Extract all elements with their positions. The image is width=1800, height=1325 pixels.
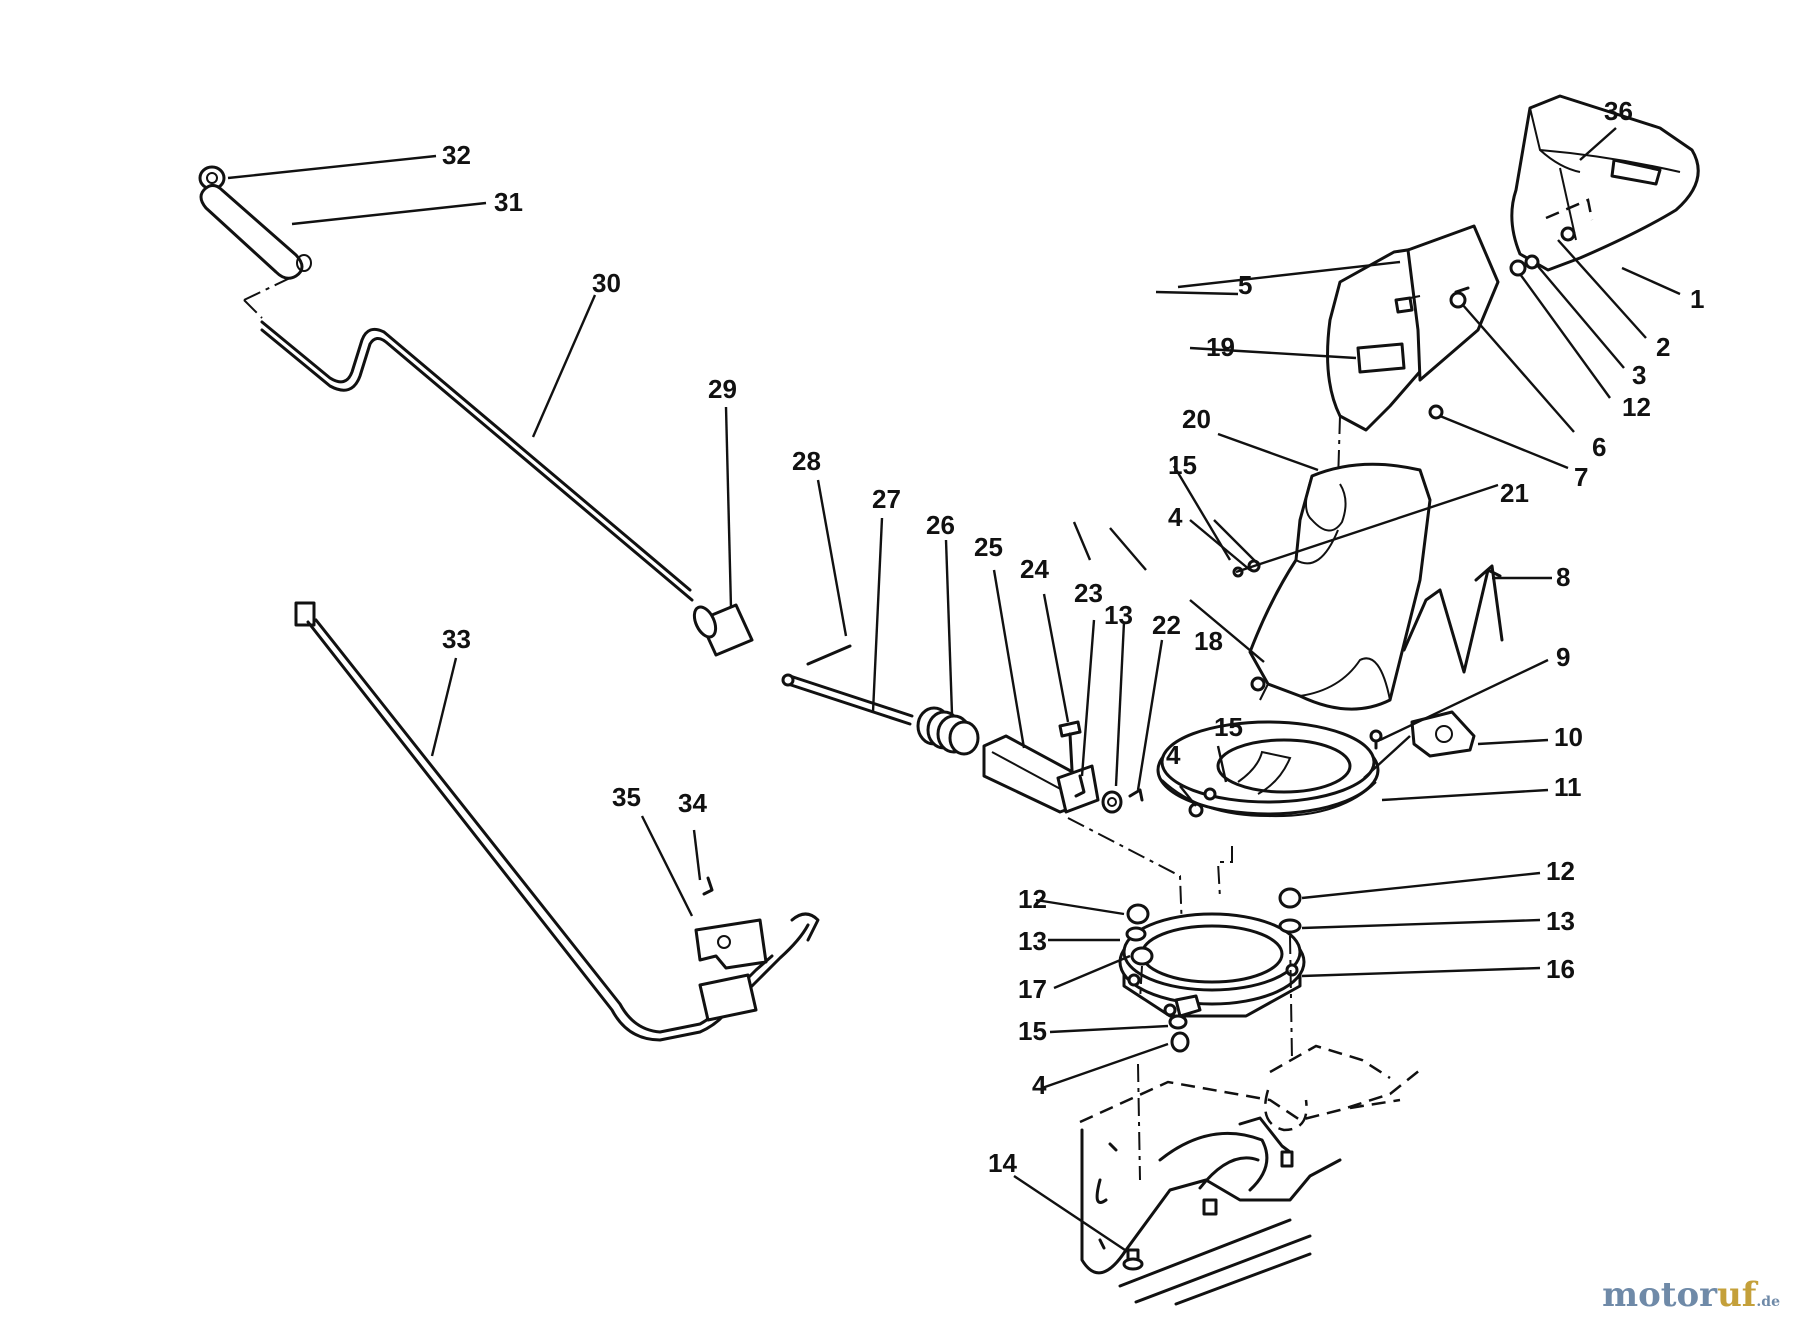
callout-18: 18	[1194, 626, 1223, 656]
washer-13-left	[1125, 926, 1147, 942]
callout-36: 36	[1604, 96, 1633, 126]
chute-lower	[1232, 462, 1504, 711]
callout-5: 5	[1238, 270, 1252, 300]
base-assembly	[1118, 887, 1306, 1181]
callout-12a: 12	[1622, 392, 1651, 422]
clip-22	[1128, 788, 1144, 802]
callout-13b: 13	[1546, 906, 1575, 936]
chute-deflector	[1326, 94, 1700, 483]
callout-15b: 15	[1214, 712, 1243, 742]
bolt-24	[1058, 720, 1082, 738]
decal-36	[1610, 158, 1662, 186]
crank-rod-30	[260, 320, 692, 592]
callout-29: 29	[708, 374, 737, 404]
washer-13	[1101, 790, 1123, 814]
watermark-accent: uf	[1717, 1275, 1757, 1315]
washer-17	[1130, 946, 1154, 966]
crank-rod-assembly	[198, 165, 754, 657]
washer-13-right	[1278, 918, 1302, 934]
rod-clip	[698, 973, 758, 1022]
callout-20: 20	[1182, 404, 1211, 434]
callout-22: 22	[1152, 610, 1181, 640]
callout-2: 2	[1656, 332, 1670, 362]
callout-4a: 4	[1168, 502, 1183, 532]
callout-12c: 12	[1018, 884, 1047, 914]
callout-labels: 1 2 3 4 4 4 5 6 7 8 9 10 11 12 12 12 12 …	[442, 96, 1704, 1178]
pin-23	[1074, 774, 1086, 798]
callout-10: 10	[1554, 722, 1583, 752]
callout-15a: 15	[1168, 450, 1197, 480]
callout-25: 25	[974, 532, 1003, 562]
callout-13c: 13	[1018, 926, 1047, 956]
callout-3: 3	[1632, 360, 1646, 390]
rod-end-33	[294, 601, 316, 627]
linkage-assembly	[781, 644, 1183, 931]
callout-33: 33	[442, 624, 471, 654]
nut-12-right	[1278, 887, 1302, 909]
pin-28	[806, 644, 852, 666]
nut-4	[1170, 1031, 1190, 1053]
screw-7	[1428, 404, 1444, 420]
lower-rod-33	[306, 620, 810, 1042]
leader-lines	[227, 127, 1681, 1253]
callout-23: 23	[1074, 578, 1103, 608]
callout-30: 30	[592, 268, 621, 298]
bracket-35	[694, 918, 768, 970]
rod-27	[788, 674, 914, 718]
nut-12-left	[1126, 903, 1150, 925]
auger-housing	[1080, 1128, 1342, 1275]
deflector-1	[1510, 94, 1700, 272]
callout-28: 28	[792, 446, 821, 476]
nut-12	[1509, 259, 1527, 277]
callout-8: 8	[1556, 562, 1570, 592]
callout-14: 14	[988, 1148, 1017, 1178]
watermark-tld: .de	[1756, 1294, 1780, 1310]
lower-rod-assembly	[294, 601, 820, 1042]
callout-27: 27	[872, 484, 901, 514]
watermark-logo: motoruf.de	[1602, 1275, 1780, 1315]
bolt-6	[1449, 291, 1467, 309]
callout-15c: 15	[1018, 1016, 1047, 1046]
callout-16: 16	[1546, 954, 1575, 984]
callout-21: 21	[1500, 478, 1529, 508]
callout-7: 7	[1574, 462, 1588, 492]
callout-35: 35	[612, 782, 641, 812]
cam-10	[1410, 710, 1476, 758]
callout-13a: 13	[1104, 600, 1133, 630]
callout-4c: 4	[1032, 1070, 1047, 1100]
washer-15	[1168, 1014, 1188, 1030]
chute-lower-20	[1248, 462, 1432, 711]
callout-19: 19	[1206, 332, 1235, 362]
callout-11: 11	[1554, 772, 1582, 802]
ring-assembly	[1156, 710, 1476, 899]
pin-34	[702, 876, 714, 896]
callout-32: 32	[442, 140, 471, 170]
spring-8	[1402, 568, 1502, 674]
watermark-brand: motor	[1602, 1275, 1718, 1315]
callout-9: 9	[1556, 642, 1570, 672]
callout-4b: 4	[1166, 740, 1181, 770]
callout-24: 24	[1020, 554, 1049, 584]
callout-26: 26	[926, 510, 955, 540]
callout-1: 1	[1690, 284, 1704, 314]
housing-outline	[1079, 1044, 1421, 1306]
spring-26	[916, 706, 980, 756]
callout-31: 31	[494, 187, 523, 217]
handle-grip-31	[199, 183, 304, 280]
callout-34: 34	[678, 788, 707, 818]
decal-19	[1356, 342, 1406, 374]
washer-3	[1524, 254, 1540, 270]
callout-17: 17	[1018, 974, 1047, 1004]
callout-12b: 12	[1546, 856, 1575, 886]
callout-6: 6	[1592, 432, 1606, 462]
